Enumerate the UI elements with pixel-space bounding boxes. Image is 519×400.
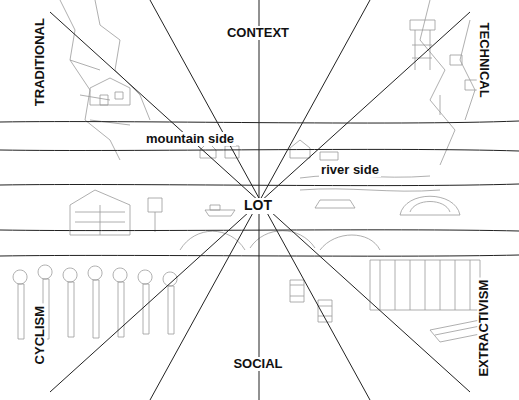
axis-label: LOT bbox=[242, 198, 274, 213]
axis-label: SOCIAL bbox=[231, 357, 284, 371]
axis-label: TRADITIONAL bbox=[33, 16, 47, 108]
axis-label: TECHNICAL bbox=[477, 20, 491, 99]
axis-label: EXTRACTIVISM bbox=[477, 278, 491, 379]
sketch-detail bbox=[13, 0, 490, 342]
axis-label: river side bbox=[319, 163, 381, 177]
axis-label: CONTEXT bbox=[225, 26, 291, 40]
axis-label: mountain side bbox=[144, 132, 236, 146]
axis-label: CYCLISM bbox=[33, 304, 47, 367]
